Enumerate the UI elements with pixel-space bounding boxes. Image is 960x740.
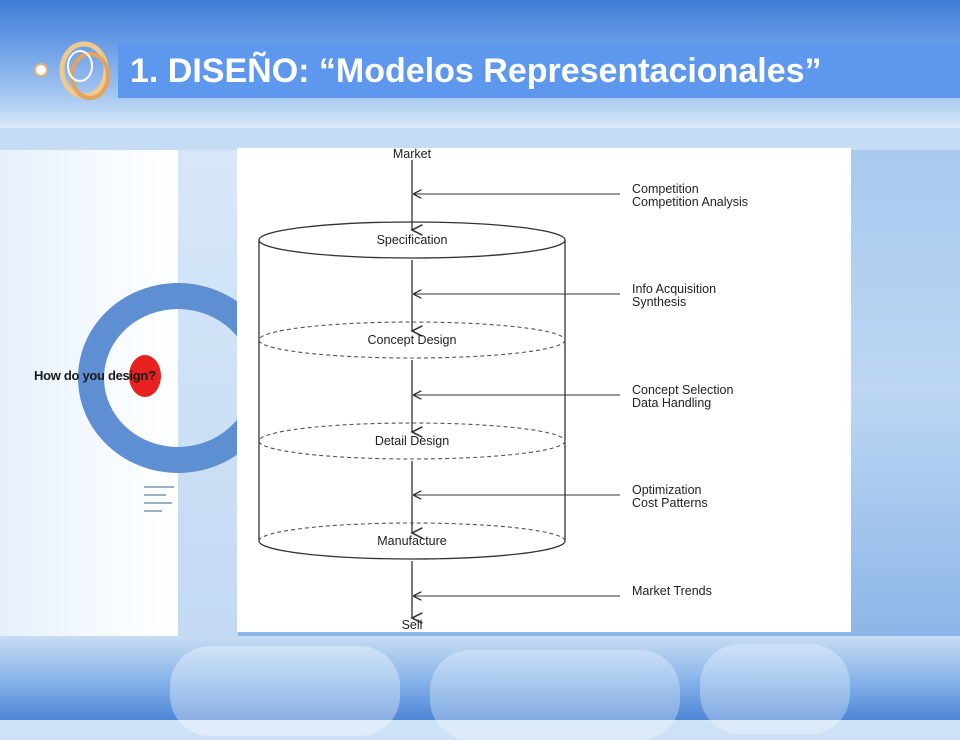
stage-label-concept-design: Concept Design (368, 333, 457, 347)
input-label-5-line1: Market Trends (632, 584, 712, 598)
decorative-rings-logo-icon (28, 36, 120, 108)
stage-label-detail-design: Detail Design (375, 434, 449, 448)
stage-ellipse-concept-design (258, 321, 566, 359)
footer-background (0, 636, 960, 740)
right-decorative-strip (851, 150, 960, 636)
input-label-2-line1: Info Acquisition (632, 282, 716, 296)
input-label-4-line2: Cost Patterns (632, 496, 708, 510)
stage-label-manufacture: Manufacture (377, 534, 447, 548)
slide-title: 1. DISEÑO: “Modelos Representacionales” (130, 52, 822, 90)
tiny-illegible-text (144, 486, 174, 518)
input-label-3-line1: Concept Selection (632, 383, 734, 397)
input-label-3-line2: Data Handling (632, 396, 711, 410)
input-label-4-line1: Optimization (632, 483, 702, 497)
market-label: Market (393, 148, 432, 161)
input-label-1-line2: Competition Analysis (632, 195, 748, 209)
input-label-2-line2: Synthesis (632, 295, 686, 309)
input-label-1-line1: Competition (632, 182, 699, 196)
sell-label: Sell (402, 618, 423, 632)
stage-ellipse-detail-design (258, 422, 566, 460)
design-process-diagram: Market Sell Specification Concept Design… (237, 148, 851, 632)
title-bar (118, 42, 960, 98)
stage-ellipse-manufacture-bottom (258, 540, 566, 560)
design-question-text: How do you design? (34, 368, 156, 383)
stage-label-specification: Specification (377, 233, 448, 247)
target-bullseye (129, 355, 161, 397)
